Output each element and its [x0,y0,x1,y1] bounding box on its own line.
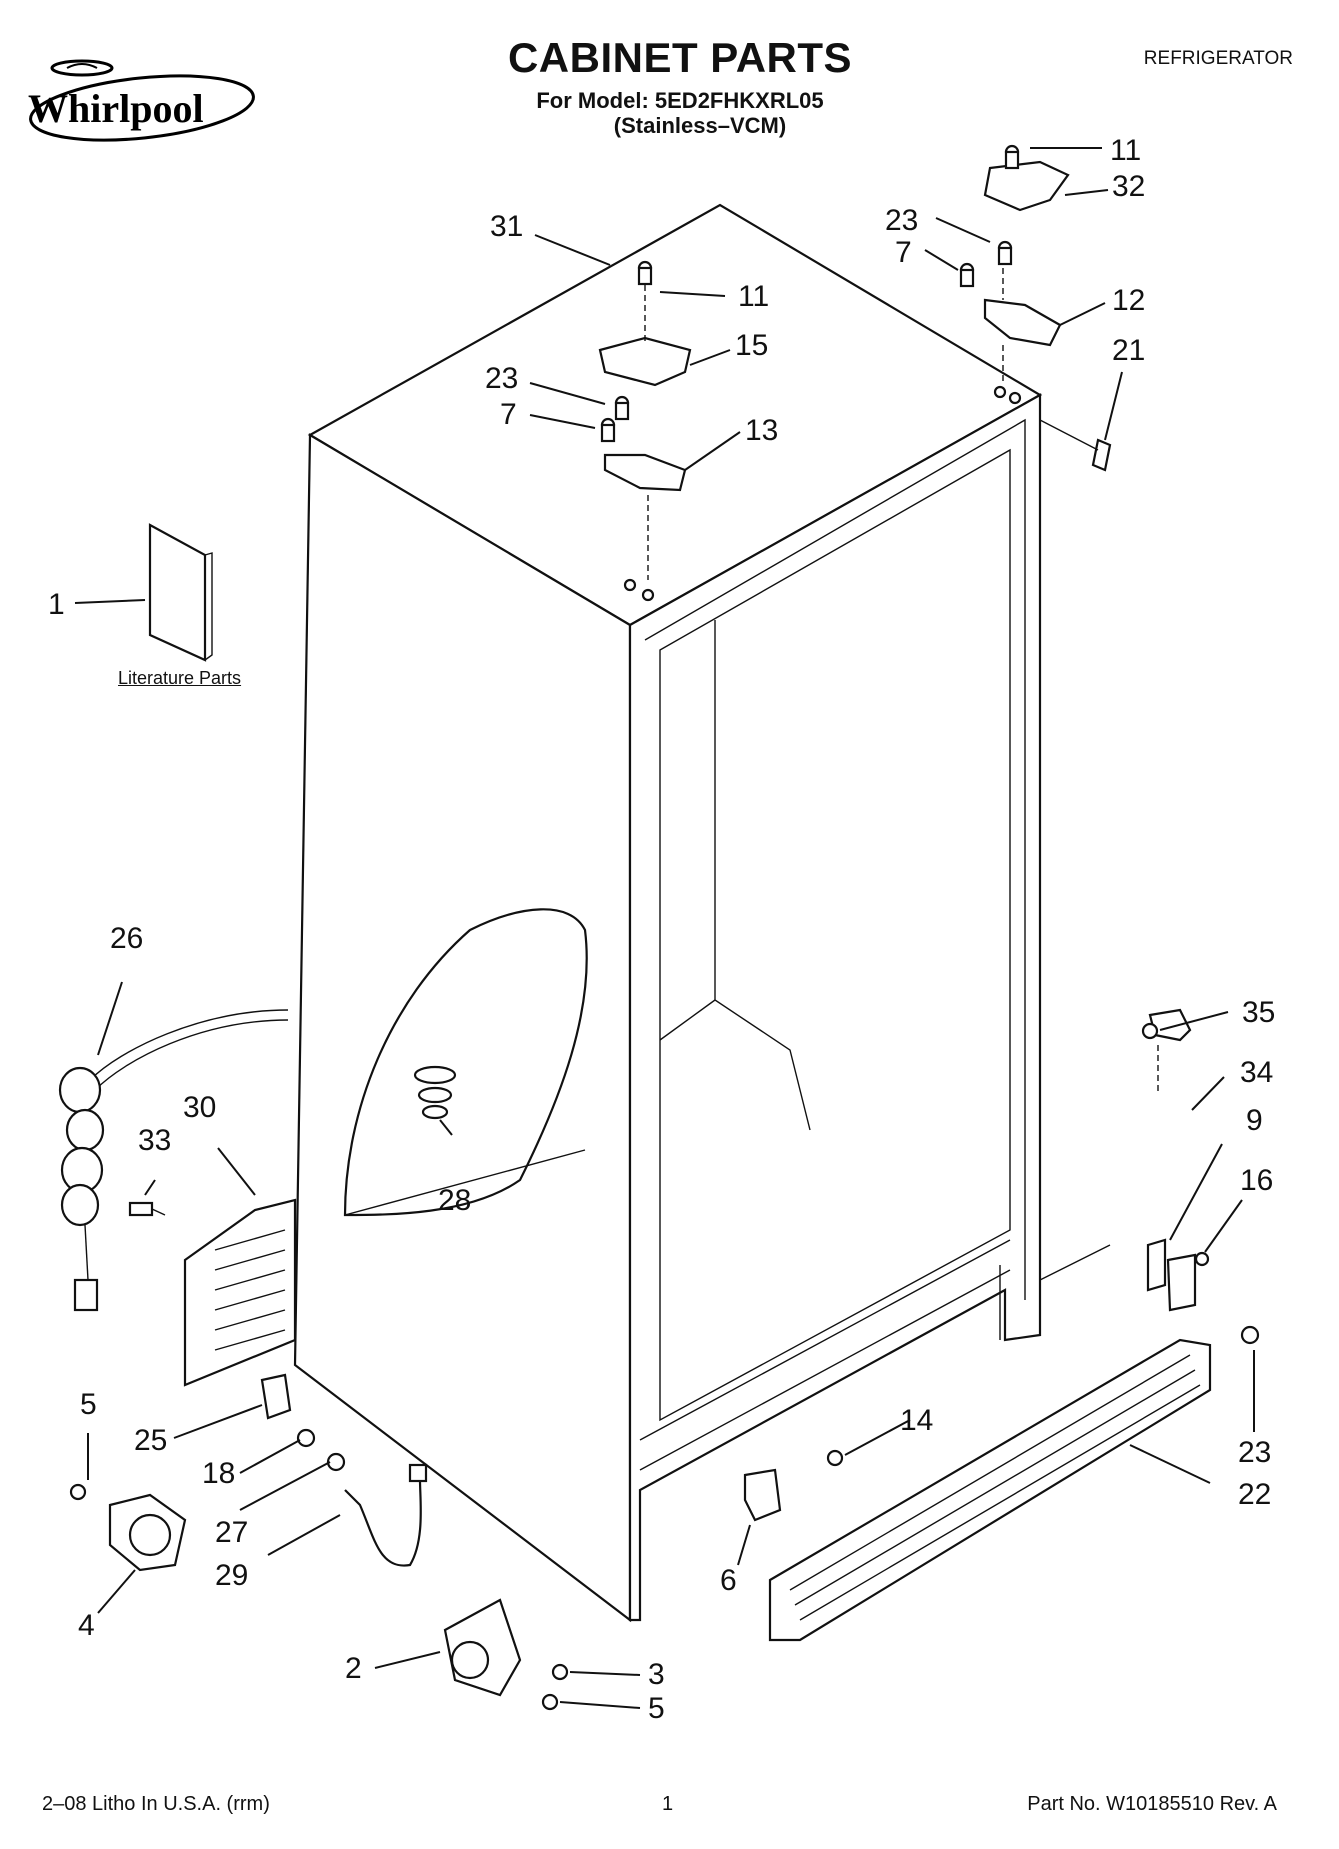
bottom-right-hardware [743,1008,1260,1642]
callout-31: 31 [490,210,523,243]
literature-parts-label: Literature Parts [118,668,242,688]
hinge-13 [603,453,687,492]
footer-print-info: 2–08 Litho In U.S.A. (rrm) [42,1793,270,1815]
callout-33: 33 [138,1124,171,1157]
hinge-pin-16 [1166,1253,1197,1312]
screw-33 [128,1201,166,1217]
screw-23-bottom [1240,1325,1260,1345]
callout-12: 12 [1112,284,1145,317]
rear-access-panel-30 [183,1198,297,1387]
callout-35: 35 [1242,996,1275,1029]
clip-21 [1091,438,1112,472]
callout-3: 3 [648,1658,665,1691]
upper-right-hinge-assembly [959,144,1112,472]
screw-5-bottom [541,1693,559,1711]
hinge-cover-32 [983,160,1070,212]
cabinet-shell [293,203,1111,1623]
cabinet-cutaway [343,908,588,1217]
callout-14: 14 [900,1404,933,1437]
bracket-9 [1146,1238,1167,1292]
callout-22: 22 [1238,1478,1271,1511]
callout-23-bottom-right: 23 [1238,1436,1271,1469]
screw-5-left [69,1483,87,1501]
screw-14 [826,1449,844,1467]
bottom-left-hardware [69,1373,428,1572]
callout-7-right-top: 7 [895,236,912,269]
footer-page-number: 1 [662,1793,674,1815]
hinge-12 [983,298,1062,347]
callout-1: 1 [48,588,65,621]
callout-4: 4 [78,1609,95,1642]
power-cord-26 [58,1009,289,1312]
brand-name: Whirlpool [28,86,204,131]
callout-29: 29 [215,1559,248,1592]
callout-21: 21 [1112,334,1145,367]
footer-part-number: Part No. W10185510 Rev. A [1027,1793,1277,1815]
leader-lines [74,147,1255,1709]
callout-7-left-top: 7 [500,398,517,431]
appliance-category: REFRIGERATOR [1143,48,1293,69]
callout-26: 26 [110,922,143,955]
callout-16: 16 [1240,1164,1273,1197]
model-number: For Model: 5ED2FHKXRL05 [536,88,824,113]
callout-25: 25 [134,1424,167,1457]
literature-pack-1 [148,523,207,662]
upper-left-hinge-assembly [598,260,692,602]
screw-35 [1141,1022,1159,1040]
leveling-foot-part-28 [413,1065,457,1120]
callout-18: 18 [202,1457,235,1490]
callout-23-right-top: 23 [885,204,918,237]
callout-5-left: 5 [80,1388,97,1421]
bracket-25 [260,1373,292,1420]
callout-28: 28 [438,1184,471,1217]
callout-6: 6 [720,1564,737,1597]
screw-3 [551,1663,569,1681]
water-tube-29 [344,1479,422,1567]
callout-2: 2 [345,1652,362,1685]
callout-27: 27 [215,1516,248,1549]
bottom-hinge-2 [443,1598,569,1711]
callout-9: 9 [1246,1104,1263,1137]
callout-32: 32 [1112,170,1145,203]
callout-30: 30 [183,1091,216,1124]
model-finish: (Stainless–VCM) [613,113,787,138]
callout-11-left: 11 [738,280,769,313]
bracket-6 [743,1468,782,1522]
cabinet-opening [659,448,1011,1422]
callout-13: 13 [745,414,778,447]
callout-5-bottom: 5 [648,1692,665,1725]
callout-11-right: 11 [1110,134,1141,167]
screw-18 [296,1428,316,1448]
callout-34: 34 [1240,1056,1273,1089]
callout-15: 15 [735,329,768,362]
whirlpool-logo: Whirlpool [28,59,255,142]
callout-labels: 11 32 23 7 12 21 31 11 15 23 7 13 1 26 3… [48,134,1275,1725]
screw-27 [326,1452,346,1472]
cabinet-front-frame [628,393,1042,1622]
callout-23-left-top: 23 [485,362,518,395]
page-title: CABINET PARTS [507,34,853,81]
